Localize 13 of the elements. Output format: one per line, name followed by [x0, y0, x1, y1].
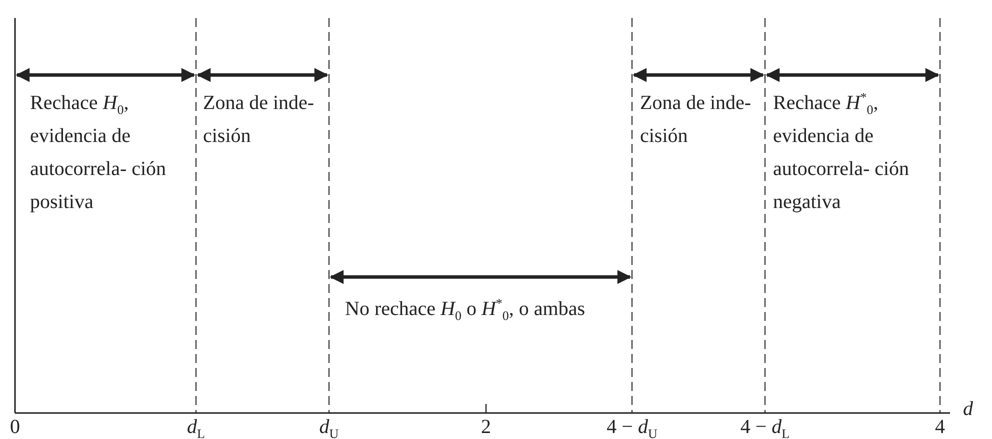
axis-label: d [963, 398, 973, 420]
zone-label: Rechace H$_{0}$, evidencia de autocorrela- ción positiva [30, 91, 168, 215]
zone-label: Zona de inde- cisión [640, 91, 752, 149]
zone-label: Zona de inde- cisión [203, 91, 316, 149]
tick-label: d$_{U}$ [319, 416, 339, 438]
tick-label: 2 [481, 416, 491, 438]
tick-label: 0 [10, 416, 20, 438]
tick-label: 4 [935, 416, 945, 438]
zone-label: No rechace H$_{0}$ o H$^{*}$$_{0}$, o ambas [345, 294, 585, 325]
zone-label: Rechace H$^{*}$$_{0}$, evidencia de autocorrela- ción negativa [773, 88, 910, 215]
tick-label: 4 − d$_{L}$ [740, 416, 790, 438]
tick-label: d$_{L}$ [187, 416, 205, 438]
tick-label: 4 − d$_{U}$ [606, 416, 658, 438]
